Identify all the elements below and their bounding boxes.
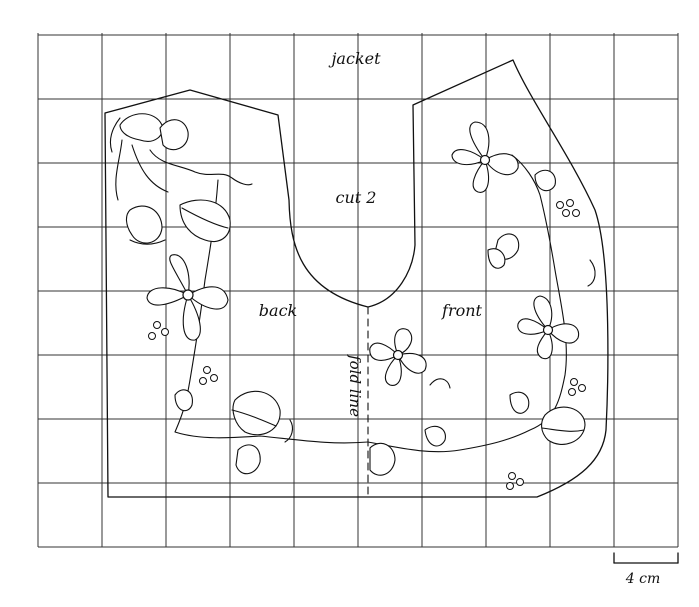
scale-label: 4 cm <box>625 571 660 587</box>
pattern-title: jacket <box>328 49 381 68</box>
fold-line-label: fold line <box>346 354 364 417</box>
bow-motif <box>109 113 253 201</box>
back-label: back <box>259 301 297 320</box>
front-label: front <box>441 301 483 320</box>
scale-bar <box>613 552 679 564</box>
back-floral-vine <box>125 179 369 475</box>
jacket-outline <box>104 59 609 498</box>
cut-instruction: cut 2 <box>336 188 377 207</box>
front-floral-vine <box>367 121 596 490</box>
pattern-grid <box>37 33 679 548</box>
